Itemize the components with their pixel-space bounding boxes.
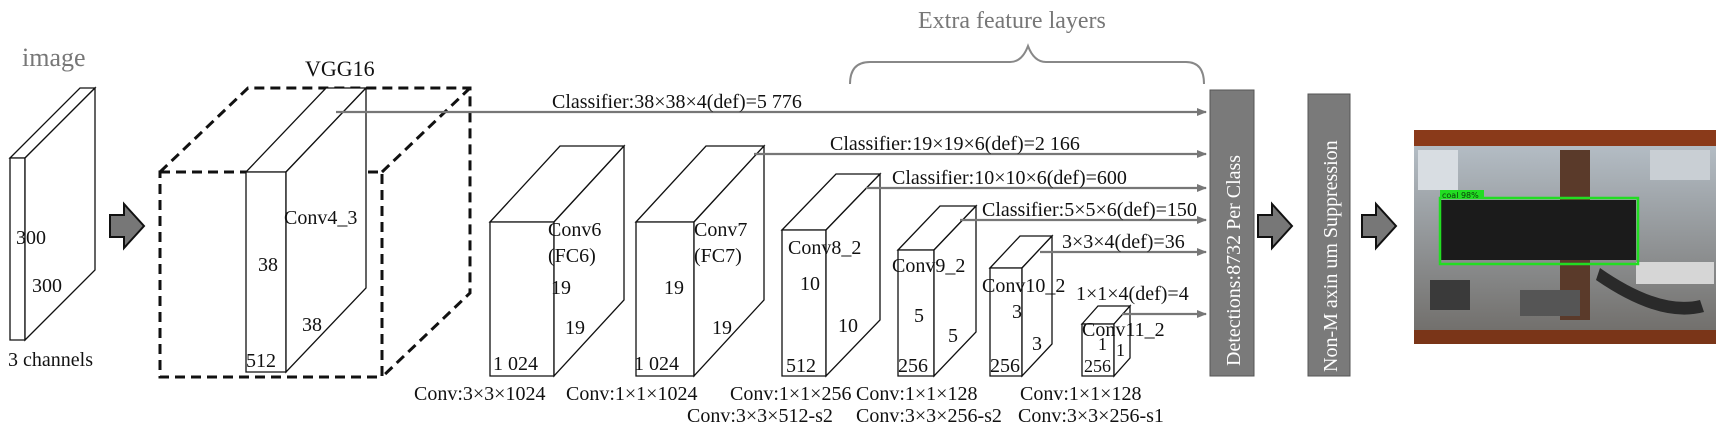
conv-label-4: Conv:1×1×128 bbox=[856, 383, 977, 405]
classifier-label-1: Classifier:19×19×6(def)=2 166 bbox=[830, 133, 1080, 155]
vgg16-dashed-cube bbox=[158, 86, 472, 379]
conv4-3-w: 38 bbox=[302, 314, 322, 336]
conv11-2-w: 1 bbox=[1116, 340, 1125, 360]
conv8-2-block bbox=[780, 172, 882, 378]
nms-label: Non-M axin um Suppression bbox=[1320, 140, 1342, 372]
input-size-a: 300 bbox=[16, 227, 46, 249]
conv9-2-h: 5 bbox=[914, 305, 924, 327]
detections-label: Detections:8732 Per Class bbox=[1223, 155, 1245, 366]
conv6-sub: (FC6) bbox=[548, 245, 596, 267]
classifier-label-3: Classifier:5×5×6(def)=150 bbox=[982, 199, 1197, 221]
conv6-h: 19 bbox=[551, 277, 571, 299]
conv4-3-h: 38 bbox=[258, 254, 278, 276]
classifier-label-2: Classifier:10×10×6(def)=600 bbox=[892, 167, 1127, 189]
arrow-input-to-vgg bbox=[109, 201, 146, 251]
conv-label-7: Conv:3×3×256-s1 bbox=[1018, 405, 1164, 427]
classifier-label-0: Classifier:38×38×4(def)=5 776 bbox=[552, 91, 802, 113]
conv4-3-depth: 512 bbox=[246, 350, 276, 372]
conv10-2-w: 3 bbox=[1032, 333, 1042, 355]
conv10-2-depth: 256 bbox=[990, 355, 1020, 377]
conv8-2-name: Conv8_2 bbox=[788, 237, 861, 259]
conv7-w: 19 bbox=[712, 317, 732, 339]
conv-label-2: Conv:1×1×256 bbox=[730, 383, 851, 405]
conv9-2-block bbox=[896, 204, 978, 378]
conv10-2-block bbox=[988, 234, 1054, 378]
conv8-2-h: 10 bbox=[800, 273, 820, 295]
conv-label-5: Conv:3×3×256-s2 bbox=[856, 405, 1002, 427]
output-detection-image: coal 98% bbox=[1414, 130, 1716, 344]
nms-bar bbox=[1307, 93, 1351, 377]
input-label: image bbox=[22, 43, 86, 72]
conv6-name: Conv6 bbox=[548, 219, 601, 241]
detection-tag: coal 98% bbox=[1442, 191, 1479, 200]
conv7-sub: (FC7) bbox=[694, 245, 742, 267]
conv-label-6: Conv:1×1×128 bbox=[1020, 383, 1141, 405]
conv7-name: Conv7 bbox=[694, 219, 747, 241]
conv-label-1: Conv:1×1×1024 bbox=[566, 383, 697, 405]
extra-layers-brace bbox=[849, 43, 1205, 85]
conv7-h: 19 bbox=[664, 277, 684, 299]
conv11-2-block bbox=[1080, 304, 1132, 378]
conv9-2-w: 5 bbox=[948, 325, 958, 347]
conv11-2-depth: 256 bbox=[1084, 356, 1111, 376]
classifier-label-5: 1×1×4(def)=4 bbox=[1076, 283, 1189, 305]
input-size-b: 300 bbox=[32, 275, 62, 297]
vgg16-title: VGG16 bbox=[305, 56, 375, 81]
conv9-2-depth: 256 bbox=[898, 355, 928, 377]
detections-bar bbox=[1209, 89, 1255, 377]
conv-label-3: Conv:3×3×512-s2 bbox=[687, 405, 833, 427]
conv10-2-h: 3 bbox=[1012, 301, 1022, 323]
input-channels: 3 channels bbox=[8, 349, 93, 371]
conv7-block bbox=[634, 144, 766, 378]
conv6-block bbox=[488, 144, 626, 378]
arrow-detect-to-nms bbox=[1257, 201, 1294, 251]
classifier-label-4: 3×3×4(def)=36 bbox=[1062, 231, 1185, 253]
conv4-3-name: Conv4_3 bbox=[284, 207, 357, 229]
arrow-nms-to-output bbox=[1361, 201, 1398, 251]
conv6-w: 19 bbox=[565, 317, 585, 339]
input-image-slab bbox=[8, 86, 97, 342]
conv4-3-block bbox=[244, 86, 368, 374]
conv-label-0: Conv:3×3×1024 bbox=[414, 383, 545, 405]
conv10-2-name: Conv10_2 bbox=[982, 275, 1065, 297]
conv11-2-name: Conv11_2 bbox=[1082, 319, 1165, 341]
detection-box bbox=[1438, 196, 1640, 266]
conv9-2-name: Conv9_2 bbox=[892, 255, 965, 277]
conv7-depth: 1 024 bbox=[634, 353, 679, 375]
conv6-depth: 1 024 bbox=[493, 353, 538, 375]
conv8-2-depth: 512 bbox=[786, 355, 816, 377]
conv8-2-w: 10 bbox=[838, 315, 858, 337]
extra-layers-label: Extra feature layers bbox=[918, 8, 1106, 34]
conv11-2-h: 1 bbox=[1098, 334, 1107, 354]
